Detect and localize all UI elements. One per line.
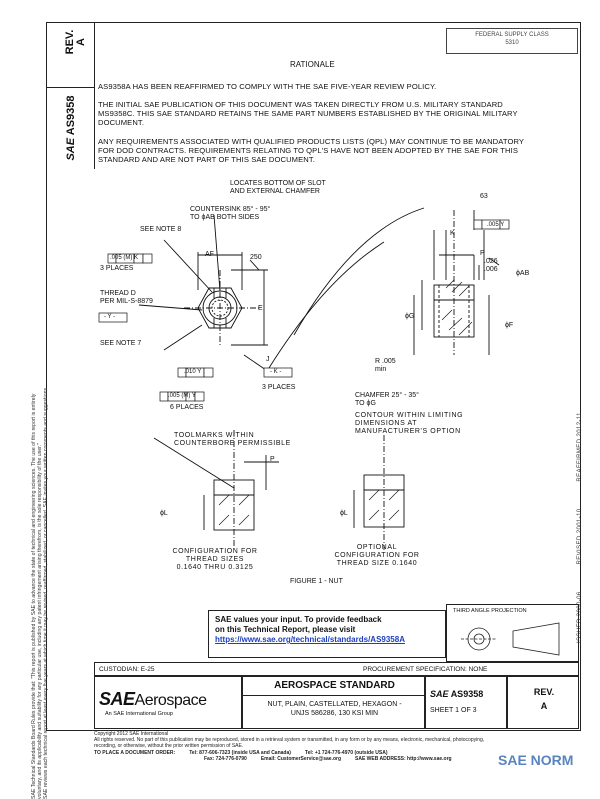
feedback-link[interactable]: https://www.sae.org/technical/standards/… [215,635,405,644]
footer-rights: All rights reserved. No part of this pub… [94,737,485,744]
label-see-note-7: SEE NOTE 7 [100,340,142,347]
sae-logo-block: SAEAerospace An SAE International Group [94,676,242,729]
watermark: SAE NORM [498,752,574,768]
sheet-number: SHEET 1 OF 3 [430,707,477,714]
page-frame [46,22,581,731]
footer-contact-row: Fax: 724-776-0790 Email: CustomerService… [204,755,452,762]
label-six-places: 6 PLACES [170,404,204,411]
label-026-006: .026 .006 [484,258,498,273]
title-cell: AEROSPACE STANDARD NUT, PLAIN, CASTELLAT… [242,676,426,729]
label-g: ϕG [405,313,415,320]
caption-config-1: CONFIGURATION FOR THREAD SIZES 0.1640 TH… [172,548,258,571]
label-ab: ϕAB [516,270,530,277]
label-toolmarks: TOOLMARKS WITHIN COUNTERBORE PERMISSIBLE [174,432,291,447]
rationale-title: RATIONALE [290,60,335,69]
fsc-label: FEDERAL SUPPLY CLASS [475,32,549,38]
figure-caption: FIGURE 1 - NUT [290,578,343,585]
rev-box: REV. A [46,22,94,88]
label-see-note-8: SEE NOTE 8 [140,226,182,233]
projection-symbol-icon [461,622,560,656]
datum-y: - Y - [104,314,116,320]
sae-logo: SAEAerospace [99,689,207,709]
footer-copyright: Copyright 2012 SAE International [94,731,169,737]
label-p-top: P [480,250,485,257]
sae-logo-small: SAE [65,137,77,161]
fcf-010-y: .010 Y [184,369,202,375]
fsc-value: 5310 [505,40,519,46]
label-af: AF [205,251,214,258]
label-e: E [258,305,263,312]
tagline: An SAE International Group [105,711,173,717]
feedback-line-2: on this Technical Report, please visit [215,625,356,634]
margin-note-3: SAE reviews each technical report at lea… [43,386,49,799]
label-l-right: ϕL [340,510,348,517]
federal-supply-class: FEDERAL SUPPLY CLASS 5310 [446,28,578,54]
feedback-box: SAE values your input. To provide feedba… [208,610,446,658]
label-r005: R .005 min [375,358,396,373]
standard-heading: AEROSPACE STANDARD [274,680,395,691]
datum-k: - K - [270,369,282,375]
footer: Copyright 2012 SAE International All rig… [94,731,574,762]
rationale-para-1: AS9358A HAS BEEN REAFFIRMED TO COMPLY WI… [98,82,437,91]
doc-number-side: AS9358 [65,95,77,136]
label-countersink: COUNTERSINK 85° - 95° TO ϕAB BOTH SIDES [190,206,271,221]
third-angle-label: THIRD ANGLE PROJECTION [453,608,527,614]
label-f: ϕF [505,322,514,329]
right-margin-dates: ISSUED 2000-06 REVISED 2001-10 REAFFIRME… [577,412,583,643]
doc-number-box: SAE AS9358 [46,22,95,169]
label-thread-d: THREAD D PER MIL-S-8879 [100,290,153,305]
label-j: J [266,356,270,363]
label-p-bottom: P [270,456,275,463]
procurement: PROCUREMENT SPECIFICATION: NONE [363,666,488,673]
left-margin-notes: SAE Technical Standards Board Rules prov… [31,79,49,799]
label-63: 63 [480,193,488,200]
doc-number: SAE AS9358 [430,689,484,699]
rationale-para-2: THE INITIAL SAE PUBLICATION OF THIS DOCU… [98,100,518,127]
rationale-para-3: ANY REQUIREMENTS ASSOCIATED WITH QUALIFI… [98,137,524,164]
label-chamfer: CHAMFER 25° - 35° TO ϕG [355,392,419,407]
label-three-places-right: 3 PLACES [262,384,296,391]
rev-cell-value: A [540,701,548,711]
label-250: 250 [250,254,262,261]
rev-cell-label: REV. [533,687,555,697]
label-k: K [450,230,455,237]
caption-config-2: OPTIONAL CONFIGURATION FOR THREAD SIZE 0… [334,544,420,567]
doc-cell: SAE AS9358 SHEET 1 OF 3 [425,676,507,729]
fcf-005-m-y: .005 (M) Y [168,393,196,399]
label-three-places-left: 3 PLACES [100,265,134,272]
custodian-row: CUSTODIAN: E-25 PROCUREMENT SPECIFICATIO… [94,662,579,676]
label-contour: CONTOUR WITHIN LIMITING DIMENSIONS AT MA… [355,412,464,435]
fcf-005-y-right: .005 Y [487,222,505,228]
label-locates: LOCATES BOTTOM OF SLOT AND EXTERNAL CHAM… [230,180,326,195]
feedback-line-1: SAE values your input. To provide feedba… [215,615,382,624]
nut-drawing [98,207,510,550]
footer-rights-2: recording, or otherwise, without the pri… [94,743,244,750]
fcf-005-m-k: .005 (M) K [110,255,139,261]
rev-cell: REV. A [507,676,579,729]
third-angle-box: THIRD ANGLE PROJECTION [446,604,579,662]
footer-order-row: TO PLACE A DOCUMENT ORDER: Tel: 877-606-… [94,749,388,756]
part-title: NUT, PLAIN, CASTELLATED, HEXAGON - UNJS … [267,701,402,717]
label-l-left: ϕL [160,510,168,517]
custodian: CUSTODIAN: E-25 [99,666,155,673]
